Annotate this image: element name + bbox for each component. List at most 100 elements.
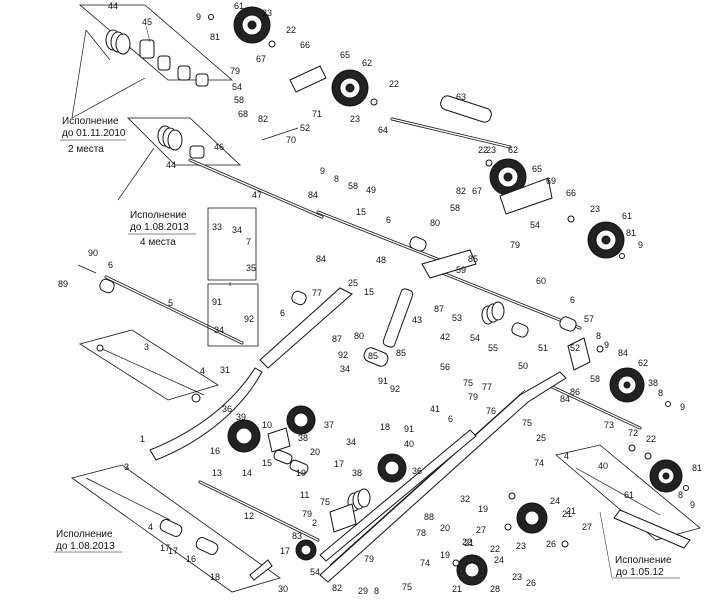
rails <box>149 287 567 583</box>
part-label: 83 <box>292 531 302 541</box>
part-label: 62 <box>362 58 372 68</box>
part-label: 4 <box>148 522 153 532</box>
note-2013a-qty: 4 места <box>140 237 176 248</box>
part-label: 9 <box>638 240 643 250</box>
part-label: 27 <box>582 522 592 532</box>
part-label: 92 <box>338 350 348 360</box>
part-label: 61 <box>622 211 632 221</box>
spring-lower-icon <box>347 488 371 512</box>
part-label: 32 <box>460 494 470 504</box>
part-label: 55 <box>488 343 498 353</box>
wheel-38-b <box>377 453 407 483</box>
wheel-24-b <box>456 554 488 586</box>
part-label: 21 <box>452 584 462 594</box>
part-label: 62 <box>508 145 518 155</box>
part-label: 74 <box>534 458 544 468</box>
shafts <box>77 95 642 542</box>
part-label: 91 <box>378 376 388 386</box>
part-label: 67 <box>256 54 266 64</box>
part-label: 36 <box>222 404 232 414</box>
part-label: 74 <box>420 558 430 568</box>
part-label: 90 <box>88 248 98 258</box>
part-label: 84 <box>316 254 326 264</box>
part-label: 58 <box>234 95 244 105</box>
part-label: 40 <box>598 461 608 471</box>
part-label: 54 <box>310 567 320 577</box>
wheel-62-mid <box>489 158 527 196</box>
part-label: 73 <box>604 420 614 430</box>
part-label: 53 <box>452 313 462 323</box>
part-label: 84 <box>308 190 318 200</box>
part-label: 54 <box>470 333 480 343</box>
part-label: 92 <box>390 384 400 394</box>
part-label: 23 <box>590 204 600 214</box>
part-label: 21 <box>566 506 576 516</box>
part-label: 72 <box>628 428 638 438</box>
part-label: 8 <box>678 490 683 500</box>
part-label: 22 <box>286 25 296 35</box>
note-2012-date: до 1.05.12 <box>616 567 664 578</box>
part-label: 66 <box>300 40 310 50</box>
part-label: 67 <box>472 186 482 196</box>
wheel-61-right <box>587 221 625 259</box>
part-label: 79 <box>230 66 240 76</box>
part-label: 79 <box>302 509 312 519</box>
part-label: 35 <box>246 263 256 273</box>
part-label: 44 <box>108 1 118 11</box>
part-label: 70 <box>286 135 296 145</box>
part-label: 89 <box>58 279 68 289</box>
part-label: 22 <box>389 79 399 89</box>
part-label: 19 <box>296 468 306 478</box>
part-label: 49 <box>366 185 376 195</box>
part-label: 2 <box>312 518 317 528</box>
part-label: 22 <box>646 434 656 444</box>
part-label: 58 <box>590 374 600 384</box>
part-label: 75 <box>320 497 330 507</box>
part-label: 48 <box>376 255 386 265</box>
part-label: 81 <box>210 32 220 42</box>
part-label: 34 <box>232 225 242 235</box>
part-label: 1 <box>140 434 145 444</box>
part-label: 29 <box>358 586 368 596</box>
part-label: 9 <box>680 402 685 412</box>
note-2013b-title: Исполнение <box>56 529 113 540</box>
part-label: 15 <box>262 458 272 468</box>
part-label: 3 <box>144 342 149 352</box>
part-label: 16 <box>210 446 220 456</box>
part-label: 79 <box>468 392 478 402</box>
part-label: 85 <box>468 254 478 264</box>
part-label: 45 <box>142 17 152 27</box>
part-label: 19 <box>440 550 450 560</box>
part-label: 20 <box>440 523 450 533</box>
part-label: 43 <box>412 315 422 325</box>
part-label: 40 <box>404 439 414 449</box>
part-label: 34 <box>214 325 224 335</box>
part-label: 37 <box>324 420 334 430</box>
part-label: 75 <box>463 378 473 388</box>
part-label: 81 <box>626 228 636 238</box>
part-label: 15 <box>356 207 366 217</box>
wheel-left-mid <box>227 419 261 453</box>
part-label: 87 <box>434 304 444 314</box>
part-label: 85 <box>368 351 378 361</box>
part-label: 4 <box>564 451 569 461</box>
part-label: 36 <box>412 466 422 476</box>
part-label: 46 <box>214 142 224 152</box>
part-label: 52 <box>300 123 310 133</box>
part-label: 18 <box>380 422 390 432</box>
part-label: 16 <box>186 554 196 564</box>
part-label: 26 <box>526 578 536 588</box>
part-label: 19 <box>478 504 488 514</box>
part-label: 6 <box>108 260 113 270</box>
part-label: 8 <box>658 388 663 398</box>
wheel-61-lowright <box>649 459 683 493</box>
part-label: 71 <box>312 109 322 119</box>
part-label: 24 <box>550 496 560 506</box>
part-label: 12 <box>244 511 254 521</box>
part-label: 52 <box>570 343 580 353</box>
note-2013a-date: до 1.08.2013 <box>130 222 189 233</box>
part-label: 62 <box>638 358 648 368</box>
wheel-24-a <box>516 502 548 534</box>
part-label: 23 <box>486 145 496 155</box>
